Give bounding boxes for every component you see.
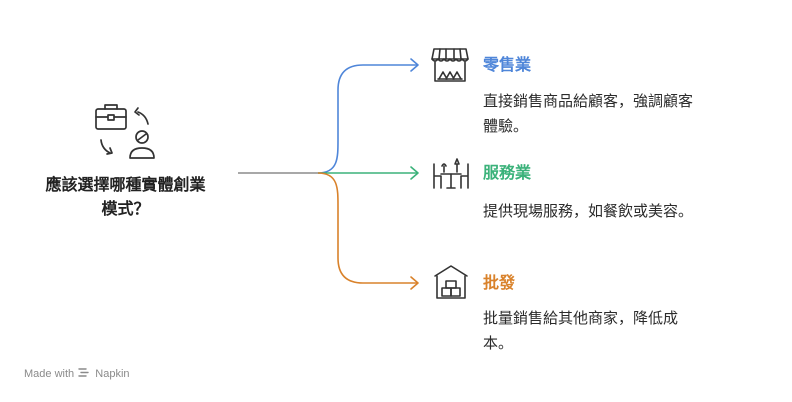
arrowhead-service (410, 166, 419, 180)
business-person-exchange-icon (95, 104, 155, 159)
warehouse-boxes-icon (434, 265, 468, 299)
service-desc-line1: 提供現場服務，如餐飲或美容。 (483, 202, 694, 220)
retail-desc-line1: 直接銷售商品給顧客，強調顧客 (483, 92, 694, 110)
napkin-brand-label: Napkin (95, 368, 130, 380)
arrowhead-retail (410, 58, 419, 72)
branch-desc-service: 提供現場服務，如餐飲或美容。 (483, 199, 693, 224)
center-title-line1: 應該選擇哪種實體創業 (45, 175, 206, 194)
connector-wholesale (317, 172, 418, 284)
arrowhead-wholesale (410, 276, 419, 290)
wholesale-desc-line1: 批量銷售給其他商家，降低成 (483, 309, 679, 327)
branch-desc-wholesale: 批量銷售給其他商家，降低成 本。 (483, 306, 678, 356)
branch-title-wholesale: 批發 (483, 273, 516, 292)
made-with-napkin-footer: Made with Napkin (24, 367, 130, 381)
storefront-icon (431, 48, 469, 82)
made-with-label: Made with (24, 368, 75, 380)
dining-table-icon (433, 158, 469, 189)
branch-title-service: 服務業 (483, 163, 532, 182)
branch-title-retail: 零售業 (483, 55, 532, 74)
branch-desc-retail: 直接銷售商品給顧客，強調顧客 體驗。 (483, 89, 693, 139)
wholesale-desc-line2: 本。 (483, 334, 514, 352)
napkin-logo-icon (78, 368, 89, 377)
center-title: 應該選擇哪種實體創業 模式？ (18, 173, 233, 221)
center-title-line2: 模式？ (101, 199, 150, 218)
retail-desc-line2: 體驗。 (483, 117, 529, 135)
connector-retail (317, 64, 418, 174)
